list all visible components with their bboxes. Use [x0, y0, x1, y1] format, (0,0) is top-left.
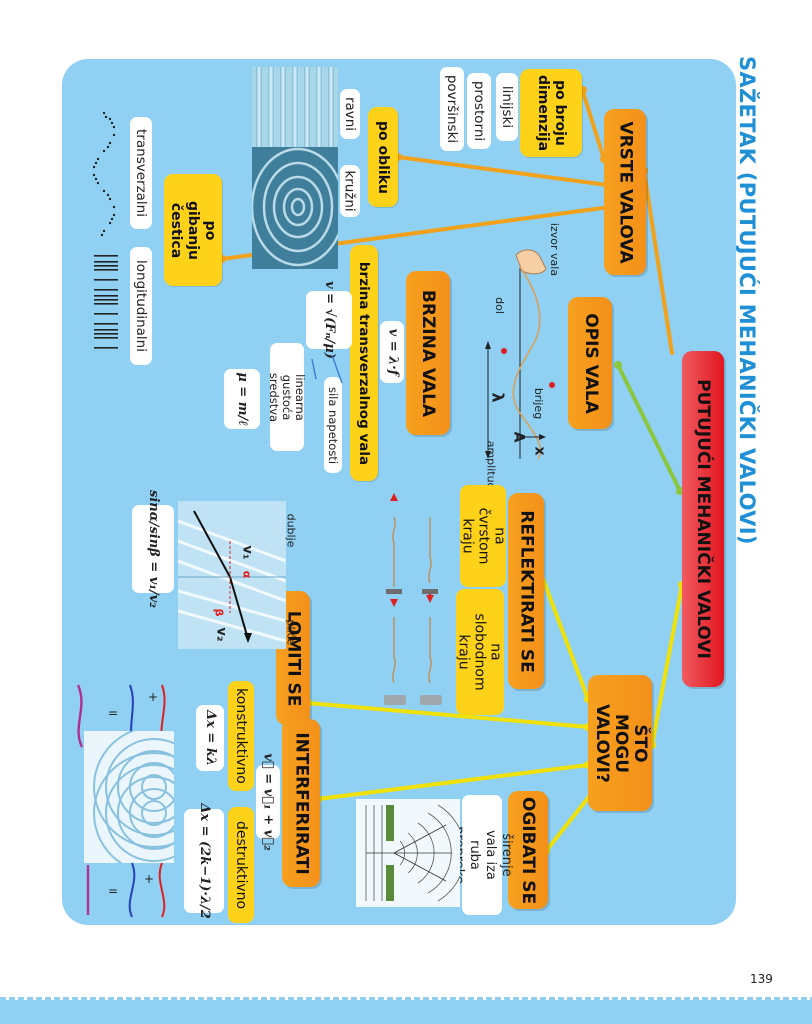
- konstruktivno-node: konstruktivno: [228, 681, 254, 791]
- ravni-valovi-image: [252, 67, 338, 147]
- refleksija-image: [384, 493, 442, 705]
- lom-vala-diagram: [178, 501, 286, 649]
- po-gibanju-cestica-node: po gibanju čestica: [164, 174, 222, 286]
- transverzalni-image: [92, 111, 116, 237]
- linearna-gustoca-label: linearna gustoća sredstva: [268, 343, 308, 451]
- link-interferirati: [316, 763, 590, 801]
- opis-a-label: A: [510, 431, 526, 443]
- dimenzija-linijski: linijski: [496, 73, 518, 141]
- brzina-transverzalnog-node: brzina transverzalnog vala: [350, 245, 378, 481]
- ogib-diagram: [356, 799, 460, 907]
- konstruktivno-uvjet: Δx = kλ: [196, 705, 224, 771]
- lom-beta-label: β: [212, 608, 226, 616]
- dimenzija-prostorni: prostorni: [467, 73, 491, 149]
- opis-vala-node: OPIS VALA: [568, 297, 612, 429]
- link-central-mogu: [650, 583, 684, 747]
- interferirati-node: INTERFERIRATI: [282, 719, 320, 887]
- snell-formula: sinα/sinβ = v₁/v₂: [132, 490, 174, 608]
- kruzni-valovi-image: [252, 147, 338, 269]
- oblik-kruzni: kružni: [340, 165, 360, 217]
- na-slobodnom-kraju: na slobodnom kraju: [456, 589, 504, 715]
- lom-plice-label: pliće: [284, 619, 298, 645]
- formula-v-lambda-f: v = λ·f: [380, 321, 404, 383]
- link-vrste-central: [642, 169, 674, 355]
- link-opis-central: [616, 364, 682, 492]
- pointer-arrows: [311, 354, 343, 384]
- page-number: 139: [750, 972, 773, 986]
- link-reflektirati: [538, 569, 590, 701]
- lom-alpha-label: α: [240, 570, 254, 578]
- sto-mogu-valovi-node: ŠTO MOGU VALOVI?: [588, 675, 652, 811]
- formula-mi: μ = m/ℓ: [224, 369, 260, 429]
- po-obliku-node: po obliku: [368, 107, 398, 207]
- link-lomiti: [306, 701, 590, 729]
- link-dimenzija: [580, 87, 606, 161]
- lom-dublje-label: dublje: [284, 513, 298, 547]
- svg-text:+: +: [144, 872, 154, 886]
- na-cvrstom-kraju: na čvrstom kraju: [459, 485, 507, 587]
- vrste-valova-node: VRSTE VALOVA: [604, 109, 646, 275]
- po-broju-dimenzija-node: po broju dimenzija: [520, 69, 582, 157]
- reflektirati-node: REFLEKTIRATI SE: [508, 493, 544, 689]
- link-oblik: [396, 155, 624, 189]
- footer-band: [0, 997, 812, 1024]
- longitudinalni-image: [94, 255, 118, 349]
- formula-transverzalni: v = √(Fₙ/μ): [306, 281, 352, 359]
- link-ogibati: [544, 791, 594, 853]
- brzina-vala-node: BRZINA VALA: [406, 271, 450, 435]
- dimenzija-povrsinski: površinski: [440, 67, 464, 151]
- superpozicija-formula: v⃗ = v⃗₁ + v⃗₂: [256, 753, 280, 851]
- lom-v1-label: v₁: [239, 544, 255, 560]
- lom-v2-label: v₂: [213, 626, 229, 642]
- central-topic: PUTUJUĆI MEHANIČKI VALOVI: [682, 351, 724, 687]
- svg-text:+: +: [148, 690, 158, 704]
- oblik-ravni: ravni: [340, 89, 360, 139]
- gibanje-transverzalni: transverzalni: [130, 117, 152, 229]
- opis-x-label: x: [532, 446, 548, 456]
- interferencija-uzorak-image: [84, 731, 174, 863]
- gibanje-longitudinalni: longitudinalni: [130, 247, 152, 365]
- svg-text:=: =: [108, 706, 118, 720]
- opis-vala-diagram: [485, 249, 555, 460]
- opis-izvor-vala-label: izvor vala: [548, 222, 562, 276]
- concept-map-panel: PUTUJUĆI MEHANIČKI VALOVI VRSTE VALOVA p…: [62, 59, 736, 925]
- destruktivno-uvjet: Δx = (2k−1)·λ/2: [184, 803, 224, 919]
- mogu-connectors: [306, 569, 684, 853]
- destruktivna-interferencija-image: = +: [86, 862, 166, 918]
- destruktivno-node: destruktivno: [228, 807, 254, 923]
- opis-lambda-label: λ: [488, 391, 508, 403]
- summary-title: SAŽETAK (PUTUJUĆI MEHANIČKI VALOVI): [735, 56, 759, 545]
- ogibati-se-node: OGIBATI SE: [508, 791, 548, 909]
- sila-napetosti-label: sila napetosti: [324, 377, 342, 473]
- ogib-opis: širenje vala iza ruba prepreke: [451, 795, 514, 915]
- opis-brijeg-label: brijeg: [532, 387, 546, 419]
- opis-dol-label: dol: [492, 296, 506, 314]
- svg-text:=: =: [108, 884, 118, 898]
